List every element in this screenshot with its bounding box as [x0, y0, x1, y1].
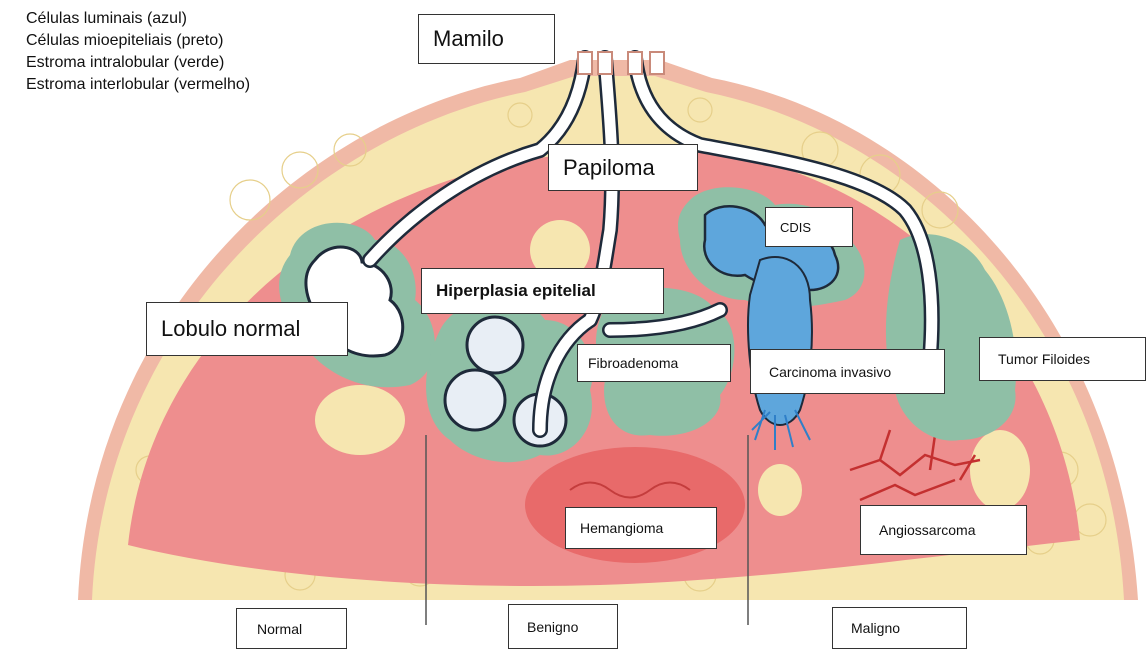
legend-interlobular: Estroma interlobular (vermelho)	[26, 74, 250, 96]
label-angiossarcoma: Angiossarcoma	[860, 505, 1027, 555]
label-benigno: Benigno	[508, 604, 618, 649]
invasive-carcinoma	[748, 257, 812, 425]
legend-intralobular: Estroma intralobular (verde)	[26, 52, 250, 74]
legend-myoepithelial: Células mioepiteliais (preto)	[26, 30, 250, 52]
legend: Células luminais (azul) Células mioepite…	[26, 8, 250, 96]
legend-luminal: Células luminais (azul)	[26, 8, 250, 30]
label-tumor-filoides: Tumor Filoides	[979, 337, 1146, 381]
label-hemangioma: Hemangioma	[565, 507, 717, 549]
label-maligno: Maligno	[832, 607, 967, 649]
label-mamilo: Mamilo	[418, 14, 555, 64]
label-fibroadenoma: Fibroadenoma	[577, 344, 731, 382]
label-lobulo-normal: Lobulo normal	[146, 302, 348, 356]
label-hiperplasia: Hiperplasia epitelial	[421, 268, 664, 314]
label-papiloma: Papiloma	[548, 144, 698, 191]
label-cdis: CDIS	[765, 207, 853, 247]
label-carcinoma-invasivo: Carcinoma invasivo	[750, 349, 945, 394]
label-normal: Normal	[236, 608, 347, 649]
